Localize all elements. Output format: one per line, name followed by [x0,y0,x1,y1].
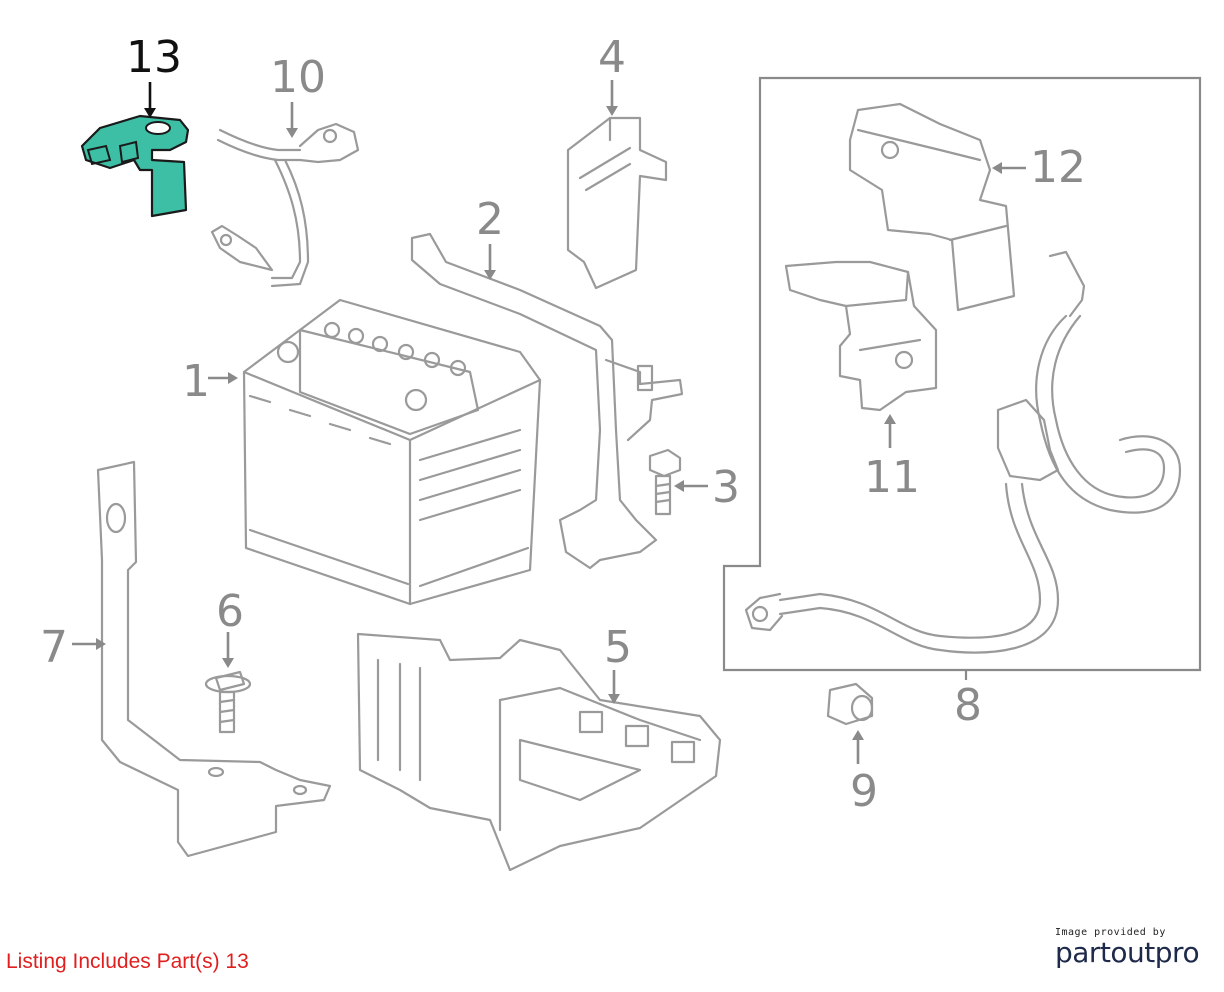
listing-note: Listing Includes Part(s) 13 [6,950,249,973]
callout-2: 2 [476,194,504,245]
part-8-group-box [722,76,1202,672]
brand-name: partoutpro [1055,936,1215,969]
part-10-ground-cable[interactable] [210,122,360,288]
part-11-fuse-block[interactable] [784,260,938,412]
callout-10: 10 [270,52,326,103]
callout-9: 9 [850,766,878,817]
callout-12: 12 [1030,142,1086,193]
brand-name-part1: partout [1055,936,1155,969]
part-8-battery-cable[interactable] [744,250,1182,654]
brand-name-part2: pro [1154,936,1200,969]
callout-7: 7 [40,622,68,673]
callout-5: 5 [604,622,632,673]
partoutpro-logo: Image provided by partoutpro [1055,927,1215,969]
part-6-bolt[interactable] [204,670,252,734]
part-4-bracket[interactable] [566,116,668,290]
callout-4: 4 [598,32,626,83]
callout-8: 8 [954,680,982,731]
callout-1: 1 [182,356,210,407]
callout-6: 6 [216,586,244,637]
callout-3: 3 [712,462,740,513]
part-5-battery-tray[interactable] [356,632,722,872]
credit-small-text: Image provided by [1055,927,1166,938]
callout-13: 13 [126,32,182,83]
part-7-support-bracket[interactable] [96,460,332,858]
part-13-battery-sensor[interactable] [80,114,190,218]
part-2-hold-down[interactable] [410,232,684,570]
part-9-cap[interactable] [826,682,874,726]
part-3-bolt[interactable] [648,448,682,516]
callout-11: 11 [864,452,920,503]
part-12-terminal-cover[interactable] [848,102,1016,312]
part-1-battery[interactable] [242,298,542,606]
